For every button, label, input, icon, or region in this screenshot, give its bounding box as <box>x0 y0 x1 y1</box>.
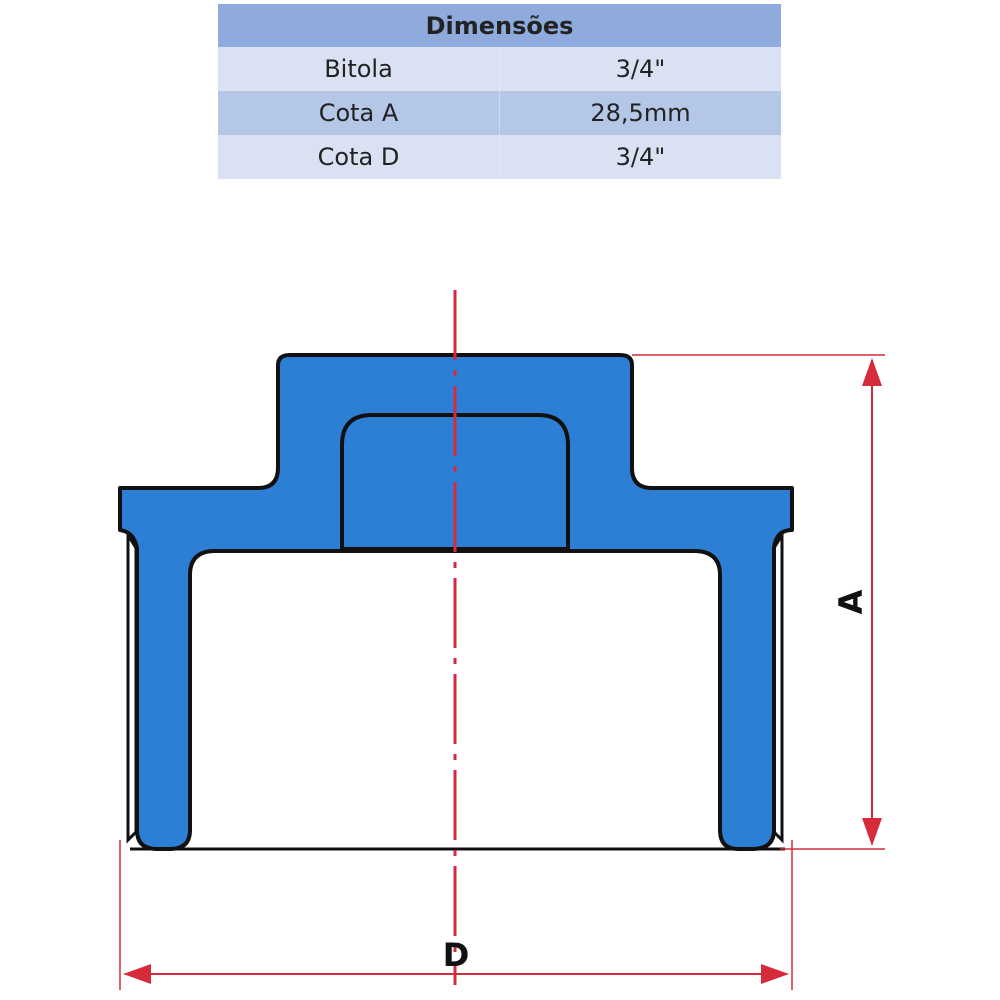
dimension-d-label: D <box>443 936 470 974</box>
row-label-bitola: Bitola <box>218 47 500 91</box>
table-row: Cota A 28,5mm <box>218 91 781 135</box>
left-thread-rib <box>126 529 138 844</box>
row-value-cota-d: 3/4" <box>499 135 781 179</box>
dimensions-table: Dimensões Bitola 3/4" Cota A 28,5mm Cota… <box>218 4 781 179</box>
dimensions-title: Dimensões <box>218 4 781 47</box>
row-value-cota-a: 28,5mm <box>499 91 781 135</box>
row-value-bitola: 3/4" <box>499 47 781 91</box>
dimensions-header-row: Dimensões <box>218 4 781 47</box>
table-row: Bitola 3/4" <box>218 47 781 91</box>
dimension-a-label: A <box>832 589 870 614</box>
table-row: Cota D 3/4" <box>218 135 781 179</box>
row-label-cota-d: Cota D <box>218 135 500 179</box>
row-label-cota-a: Cota A <box>218 91 500 135</box>
cap-body-section <box>118 353 794 851</box>
